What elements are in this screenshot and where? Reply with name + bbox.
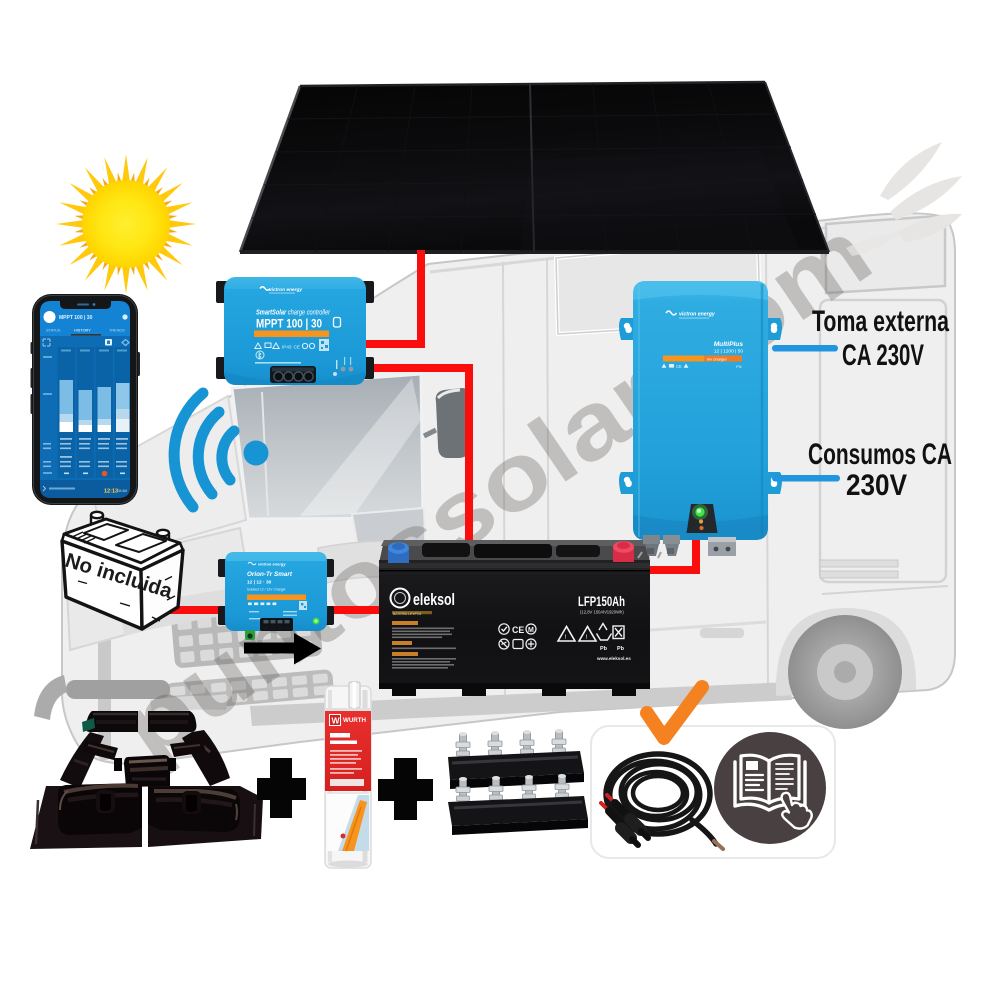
svg-text:W: W [332,716,341,726]
svg-text:BATERIA LiFePO4: BATERIA LiFePO4 [393,612,422,616]
svg-text:victron energy: victron energy [679,312,716,318]
svg-text:PN: PN [736,364,742,369]
svg-text:STATUS: STATUS [46,329,61,333]
svg-text:eleksol: eleksol [413,590,455,609]
svg-text:TRENDS: TRENDS [109,329,125,333]
svg-text:Consumos CA: Consumos CA [808,438,952,471]
svg-text:WURTH: WURTH [343,717,367,724]
svg-text:230V: 230V [846,469,907,502]
svg-text:M: M [528,627,534,634]
svg-text:www.eleksol.es: www.eleksol.es [596,656,631,661]
svg-text:victron energy: victron energy [258,562,286,567]
svg-text:IP43: IP43 [282,345,292,350]
svg-text:!: ! [565,634,567,641]
svg-text:SmartSolar charge controller: SmartSolar charge controller [256,308,330,317]
svg-text:(12,8V 150Ah/1920Wh): (12,8V 150Ah/1920Wh) [580,610,624,615]
svg-text:Isolated 12 / 12V Charger: Isolated 12 / 12V Charger [247,588,287,592]
svg-text:12 | 12 · 30: 12 | 12 · 30 [247,580,272,586]
svg-text:MPPT 100 | 30: MPPT 100 | 30 [256,317,322,331]
svg-text:12:13: 12:13 [104,489,118,495]
svg-text:LFP150Ah: LFP150Ah [578,594,625,609]
svg-text:34 AM: 34 AM [118,489,127,493]
svg-text:Orion-Tr Smart: Orion-Tr Smart [247,572,293,578]
svg-text:Toma externa: Toma externa [812,305,949,338]
svg-text:CE: CE [512,625,524,635]
svg-text:MultiPlus: MultiPlus [714,341,744,348]
svg-text:Pb: Pb [617,646,625,652]
svg-text:victron energy: victron energy [269,287,302,293]
svg-text:CA 230V: CA 230V [842,339,924,372]
svg-text:inv charger: inv charger [707,356,727,361]
svg-text:Pb: Pb [600,646,608,652]
svg-text:12 | 1200 | 50: 12 | 1200 | 50 [714,349,743,355]
svg-text:CE: CE [294,345,300,350]
svg-text:!: ! [586,634,588,641]
svg-text:MPPT 100 | 30: MPPT 100 | 30 [59,315,93,321]
svg-text:CE: CE [676,364,682,369]
svg-text:HISTORY: HISTORY [74,329,91,333]
